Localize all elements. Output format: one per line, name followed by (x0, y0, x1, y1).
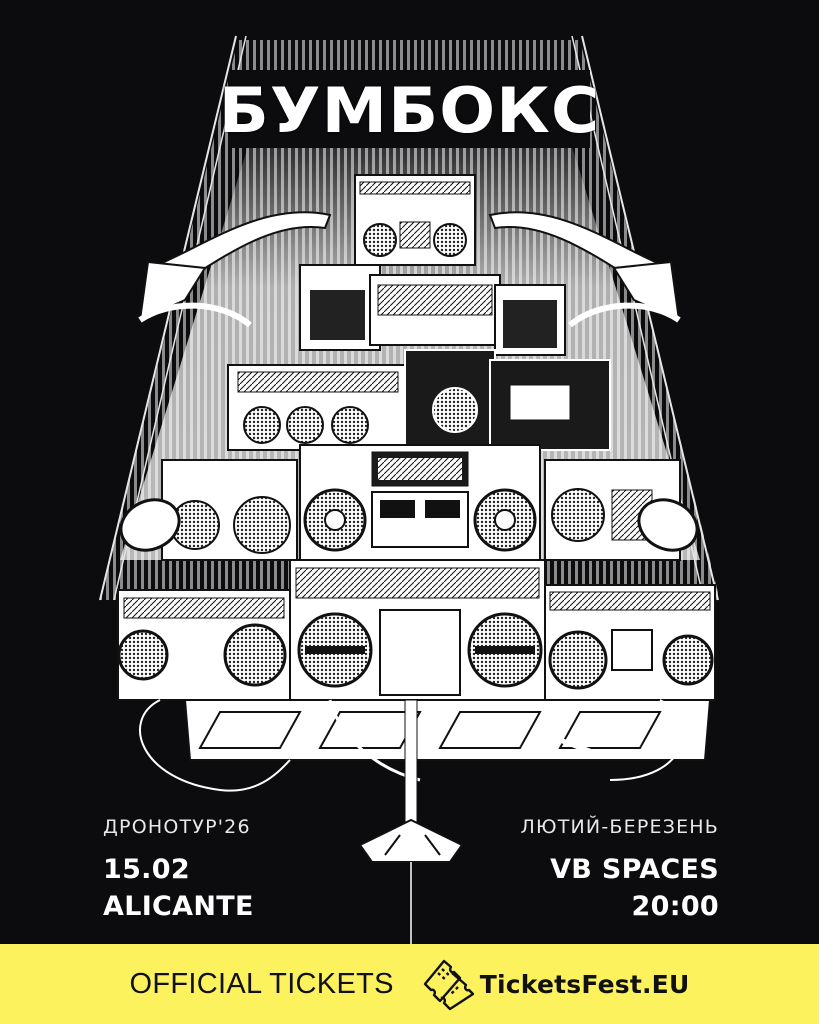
event-date: 15.02 (103, 854, 190, 885)
brand-name: TicketsFest.EU (479, 969, 690, 999)
official-tickets-banner[interactable]: OFFICIAL TICKETS TicketsFest.EU (0, 944, 819, 1024)
event-info-right: ЛЮТИЙ-БЕРЕЗЕНЬ VB SPACES 20:00 (521, 813, 720, 925)
official-tickets-label: OFFICIAL TICKETS (129, 967, 394, 1000)
event-poster: БУМБОКС ДРОНОТУР'26 15.02 ALICANTE ЛЮТИЙ… (99, 35, 720, 944)
tour-period: ЛЮТИЙ-БЕРЕЗЕНЬ (520, 816, 719, 838)
band-title: БУМБОКС (218, 74, 601, 147)
boombox-pyramid-illustration (99, 35, 720, 944)
event-info-left: ДРОНОТУР'26 15.02 ALICANTE (103, 813, 254, 925)
event-venue: VB SPACES (550, 854, 719, 885)
ticketsfest-logo-link[interactable]: TicketsFest.EU (420, 957, 690, 1011)
tour-name: ДРОНОТУР'26 (103, 816, 251, 838)
tickets-icon (423, 959, 474, 1011)
event-time: 20:00 (631, 891, 719, 922)
event-city: ALICANTE (103, 891, 254, 922)
